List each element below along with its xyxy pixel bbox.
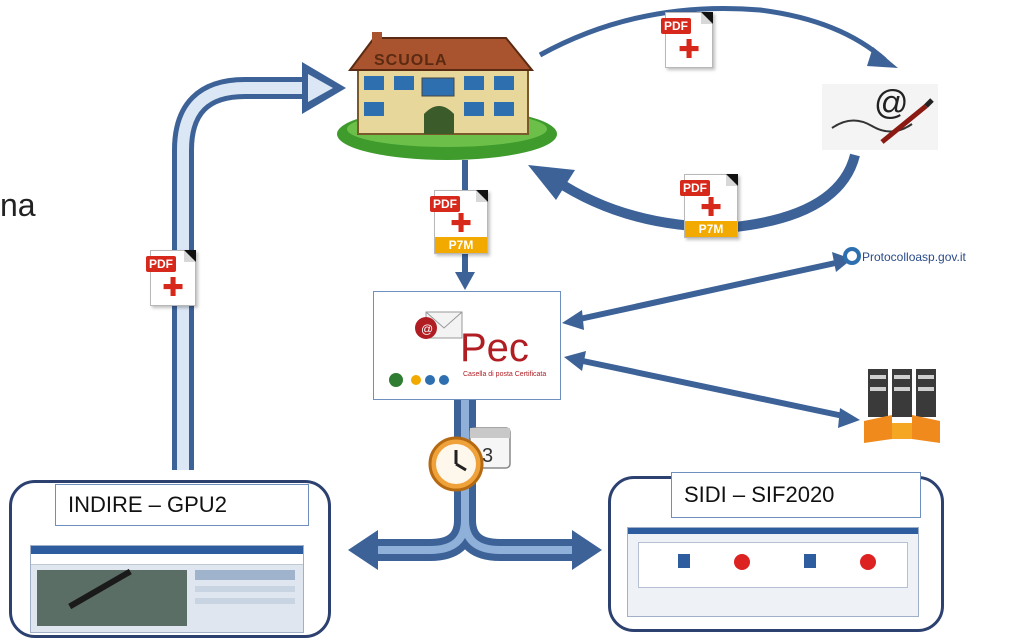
svg-text:@: @ bbox=[874, 84, 909, 122]
p7m-tag: P7M bbox=[435, 237, 487, 253]
school-to-signature-arc bbox=[538, 6, 887, 62]
sidi-sif2020-screenshot bbox=[627, 527, 919, 617]
edge-text: na bbox=[0, 187, 36, 223]
to-indire-arrowhead bbox=[348, 530, 378, 570]
school-sign: SCUOLA bbox=[374, 52, 448, 69]
sidi-label: SIDI – SIF2020 bbox=[671, 472, 921, 518]
pec-word: Pec bbox=[460, 326, 529, 370]
indire-gpu2-screenshot bbox=[30, 545, 304, 633]
pec-logo-box: @ Pec Casella di posta Certificata bbox=[373, 291, 561, 400]
clock-calendar-icon: 3 bbox=[428, 427, 511, 492]
indire-to-school-arrow bbox=[172, 77, 312, 470]
indire-label: INDIRE – GPU2 bbox=[55, 484, 309, 526]
pdf-tag: PDF bbox=[661, 18, 691, 34]
pec-provider-icons bbox=[389, 373, 449, 387]
envelope-seal-icon: @ bbox=[415, 311, 463, 339]
protocollo-seal-icon bbox=[843, 247, 861, 265]
pdf-tag: PDF bbox=[680, 180, 710, 196]
pec-protocollo-line bbox=[574, 259, 841, 323]
p7m-file-icon-right: PDF ✚ P7M bbox=[680, 174, 738, 238]
to-sidi-arrowhead bbox=[572, 530, 602, 570]
p7m-tag: P7M bbox=[685, 221, 737, 237]
school-building-icon bbox=[337, 32, 557, 160]
pdf-file-icon-left: PDF ✚ bbox=[146, 250, 196, 306]
pdf-tag: PDF bbox=[146, 256, 176, 272]
file-server-icon bbox=[864, 369, 940, 443]
svg-text:@: @ bbox=[421, 322, 433, 336]
pec-subtitle: Casella di posta Certificata bbox=[463, 371, 547, 378]
pec-server-line bbox=[577, 357, 849, 420]
pdf-file-icon: PDF ✚ bbox=[661, 12, 713, 68]
p7m-file-icon-center: PDF ✚ P7M bbox=[430, 190, 488, 254]
email-signature-icon: @ bbox=[822, 84, 938, 150]
pdf-tag: PDF bbox=[430, 196, 460, 212]
svg-text:3: 3 bbox=[482, 445, 493, 467]
protocollo-label: Protocolloasp.gov.it bbox=[862, 250, 966, 264]
